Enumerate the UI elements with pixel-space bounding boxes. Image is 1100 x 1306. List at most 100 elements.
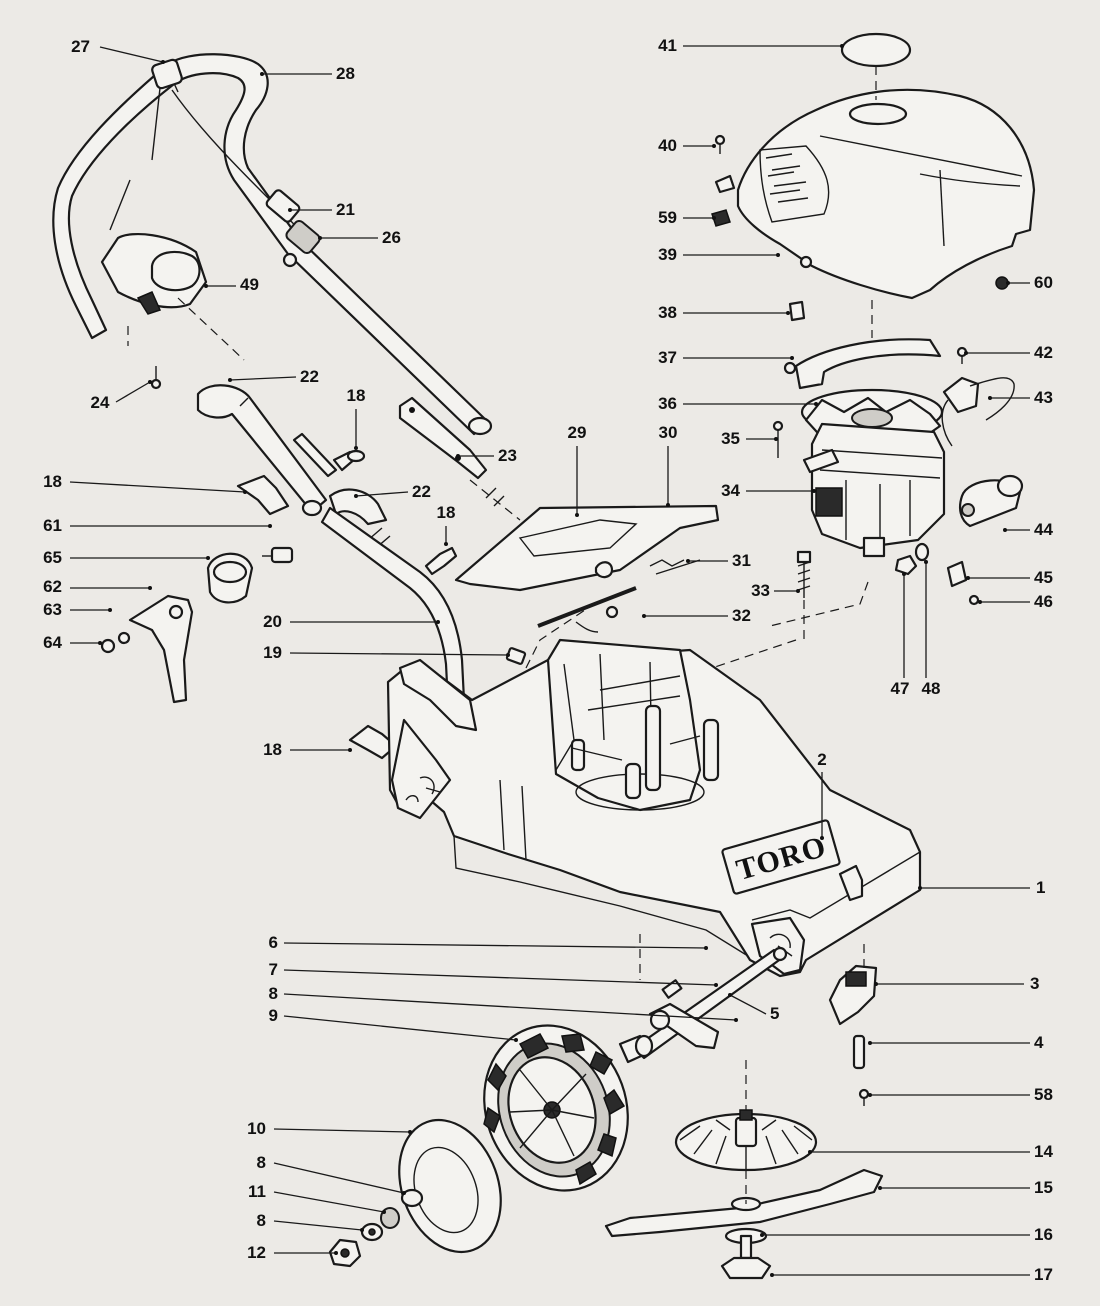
leader-dot [666, 503, 670, 507]
leader-dot [1003, 528, 1007, 532]
callout-c63: 63 [43, 600, 112, 619]
callout-c62: 62 [43, 577, 152, 596]
part-number-label: 18 [43, 472, 62, 491]
part-number-label: 18 [263, 740, 282, 759]
callout-c2: 2 [817, 750, 827, 840]
callout-c40: 40 [658, 136, 716, 155]
leader-dot [204, 284, 208, 288]
callout-c1: 1 [918, 878, 1045, 897]
callout-c7: 7 [269, 960, 718, 987]
leader-dot [868, 1093, 872, 1097]
leader-line [69, 481, 246, 493]
callout-c43: 43 [988, 388, 1053, 407]
switch-box-part-49 [100, 232, 245, 361]
leader-dot [334, 1251, 338, 1255]
bolt-part-33 [796, 550, 812, 598]
washer-spacer-parts-8-11 [360, 1207, 400, 1242]
fan-disc-part-14 [674, 1060, 818, 1172]
leader-line [273, 1191, 385, 1213]
part-number-label: 12 [247, 1243, 266, 1262]
leader-dot [148, 380, 152, 384]
leader-line [99, 46, 164, 63]
leader-dot [288, 208, 292, 212]
callout-c9: 9 [269, 1006, 518, 1042]
leader-dot [148, 586, 152, 590]
part-number-label: 26 [382, 228, 401, 247]
callout-c45: 45 [966, 568, 1053, 587]
part-number-label: 20 [263, 612, 282, 631]
callout-c21: 21 [288, 200, 355, 219]
hubcap-part-10 [398, 1118, 502, 1254]
screw-part-40 [714, 134, 736, 194]
leader-line [283, 969, 717, 986]
screw-part-42 [956, 346, 968, 364]
part-number-label: 4 [1034, 1033, 1044, 1052]
part-number-label: 49 [240, 275, 259, 294]
callout-c10: 10 [247, 1119, 412, 1138]
leader-dot [868, 1041, 872, 1045]
callout-c22a: 22 [228, 367, 319, 386]
callout-c12: 12 [247, 1243, 338, 1262]
washer-part-16 [724, 1227, 768, 1260]
lower-handle-part-22 [196, 384, 328, 517]
leader-dot [918, 886, 922, 890]
part-number-label: 58 [1034, 1085, 1053, 1104]
nut-washer-parts-47-48 [894, 542, 930, 576]
leader-line [115, 381, 151, 403]
callout-c8b: 8 [257, 1153, 406, 1195]
part-number-label: 9 [269, 1006, 278, 1025]
leader-dot [1006, 281, 1010, 285]
leader-dot [760, 1233, 764, 1237]
callout-c30: 30 [659, 423, 678, 507]
leader-dot [770, 1273, 774, 1277]
blade-part-15 [604, 1168, 884, 1238]
clip-part-59 [711, 209, 731, 227]
callout-c16: 16 [760, 1225, 1053, 1244]
leader-dot [161, 60, 165, 64]
nut-part-12 [328, 1238, 362, 1268]
leader-dot [268, 524, 272, 528]
part-number-label: 27 [71, 37, 90, 56]
deflector-part-37 [783, 338, 942, 390]
callout-c11: 11 [248, 1182, 386, 1214]
callout-c15: 15 [878, 1178, 1053, 1197]
part-number-label: 2 [817, 750, 826, 769]
rear-wheel-part-9 [483, 1024, 629, 1192]
callout-c65: 65 [43, 548, 210, 567]
leader-dot [840, 44, 844, 48]
callout-c47: 47 [891, 572, 909, 698]
callout-c6: 6 [269, 933, 708, 952]
leader-dot [902, 572, 906, 576]
deck-axle-alignment [639, 934, 865, 1204]
part-number-label: 60 [1034, 273, 1053, 292]
wing-knob-part-18 [236, 449, 458, 760]
part-number-label: 22 [412, 482, 431, 501]
part-number-label: 42 [1034, 343, 1053, 362]
leader-dot [408, 1130, 412, 1134]
callout-c38: 38 [658, 303, 790, 322]
leader-dot [402, 1191, 406, 1195]
callout-c29: 29 [568, 423, 586, 517]
callout-c18b: 18 [43, 472, 247, 494]
leader-line [289, 652, 509, 656]
leader-dot [790, 356, 794, 360]
part-number-label: 40 [658, 136, 677, 155]
callout-c37: 37 [658, 348, 794, 367]
callout-c19: 19 [263, 643, 510, 662]
main-handle-part-20 [320, 506, 466, 706]
leader-dot [966, 576, 970, 580]
leader-dot [964, 351, 968, 355]
part-number-label: 30 [659, 423, 678, 442]
callout-c34: 34 [721, 481, 816, 500]
leader-dot [808, 1150, 812, 1154]
part-number-label: 5 [770, 1004, 779, 1023]
part-number-label: 33 [751, 581, 770, 600]
leader-dot [243, 490, 247, 494]
callout-c24: 24 [91, 380, 152, 412]
part-number-label: 45 [1034, 568, 1053, 587]
part-number-label: 46 [1034, 592, 1053, 611]
part-number-label: 39 [658, 245, 677, 264]
part-number-label: 61 [43, 516, 62, 535]
part-number-label: 32 [732, 606, 751, 625]
